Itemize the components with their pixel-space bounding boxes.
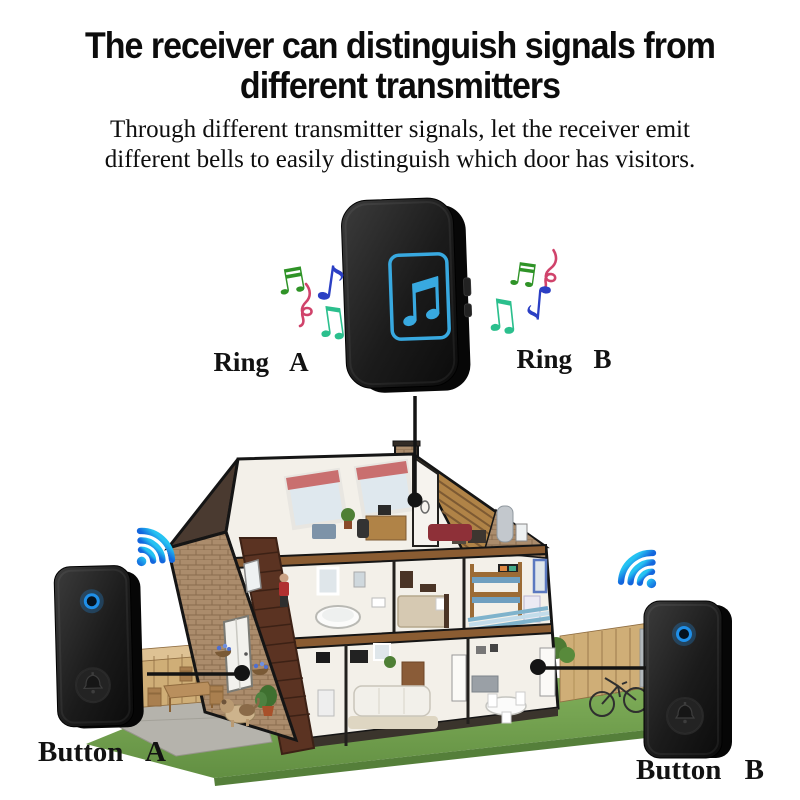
subtitle-line-1: Through different transmitter signals, l… xyxy=(110,116,690,143)
ring-a-label: Ring A xyxy=(213,347,309,377)
red-sofa xyxy=(428,524,472,541)
sixteenth-note-icon: ♬ xyxy=(506,254,540,296)
subtitle-line-2: different bells to easily distinguish wh… xyxy=(104,146,696,173)
desk xyxy=(365,515,407,541)
interior-door xyxy=(451,654,467,702)
storage-bin xyxy=(312,524,336,539)
living-room xyxy=(348,643,438,729)
flower-basket xyxy=(252,661,269,676)
ground-floor xyxy=(316,637,556,746)
treble-clef-icon xyxy=(298,282,313,328)
sixteenth-note-icon: ♬ xyxy=(273,260,310,305)
dining-room xyxy=(451,644,556,724)
title-line-2: different transmitters xyxy=(239,65,561,107)
curtained-window xyxy=(532,558,548,594)
water-heater xyxy=(496,505,514,543)
middle-floor xyxy=(315,557,551,634)
dresser xyxy=(420,584,436,592)
ring-a-notes: ♬ ♪ ♫ xyxy=(273,254,353,348)
ring-b-label: Ring B xyxy=(516,344,612,374)
entry-hall xyxy=(316,652,335,717)
transmitter-button-b xyxy=(643,600,732,759)
dog xyxy=(220,697,260,727)
receiver-device xyxy=(341,197,473,393)
side-button xyxy=(463,277,472,297)
treble-clef-icon xyxy=(540,248,558,293)
button-b-location-dot xyxy=(530,659,546,675)
chime-music-icon xyxy=(388,252,451,341)
ring-b-notes: ♬ ♫ ♪ xyxy=(479,248,558,343)
bedroom xyxy=(397,571,449,628)
sideboard xyxy=(401,661,425,689)
patio-furniture xyxy=(147,666,224,712)
kids-room xyxy=(467,558,551,632)
plant xyxy=(341,508,355,522)
eighth-note-icon: ♪ xyxy=(522,274,556,330)
bell-button xyxy=(74,667,111,704)
office-chair xyxy=(357,519,369,538)
attic-room xyxy=(283,455,472,547)
button-a-location-dot xyxy=(234,665,250,681)
person-on-stairs xyxy=(279,573,289,607)
side-button xyxy=(463,303,473,318)
transmitter-button-a xyxy=(53,565,144,729)
bunk-bed xyxy=(472,577,520,583)
beamed-notes-icon: ♫ xyxy=(479,288,524,343)
sofa xyxy=(353,685,431,717)
button-b-label: Button B xyxy=(636,754,764,786)
bell-icon xyxy=(82,672,104,694)
page-subtitle: Through different transmitter signals, l… xyxy=(0,115,800,175)
bathroom xyxy=(315,566,386,629)
bell-button xyxy=(666,697,704,735)
receiver-location-dot xyxy=(407,492,423,508)
connectors xyxy=(147,396,646,681)
led-indicator xyxy=(79,589,104,614)
beamed-notes-icon: ♫ xyxy=(309,295,353,349)
page-title: The receiver can distinguish signals fro… xyxy=(12,24,788,107)
wifi-signal-b-icon xyxy=(617,549,657,589)
wifi-signal-a-icon xyxy=(136,527,176,567)
kitchen-island xyxy=(471,675,499,693)
wall-window xyxy=(243,559,262,593)
bell-icon xyxy=(674,702,696,724)
led-indicator xyxy=(672,622,696,646)
button-a-label: Button A xyxy=(38,736,166,768)
flower-basket xyxy=(215,643,232,658)
house-illustration xyxy=(81,440,700,786)
title-line-1: The receiver can distinguish signals fro… xyxy=(84,24,716,67)
tv xyxy=(350,650,368,663)
